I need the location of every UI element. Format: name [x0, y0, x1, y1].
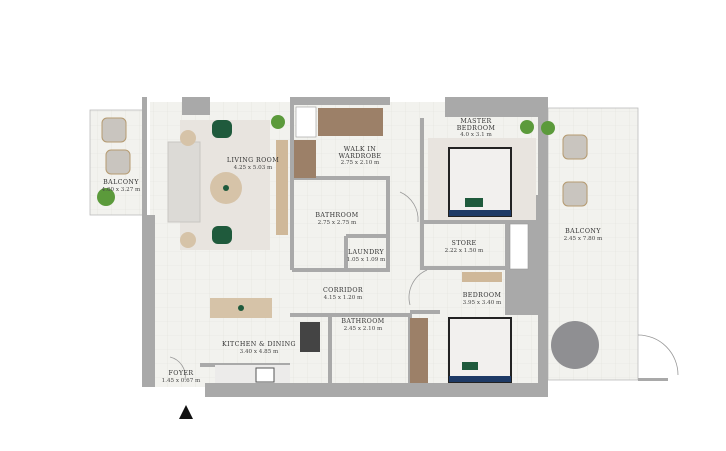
room-name: BEDROOM	[463, 292, 502, 299]
room-name: CORRIDOR	[323, 287, 363, 294]
room-name: STORE	[451, 240, 476, 247]
room-dims: 1.45 x 0.67 m	[162, 378, 201, 384]
room-dims: 3.95 x 3.40 m	[463, 300, 502, 306]
room-dims: 2.45 x 7.80 m	[564, 236, 603, 242]
room-name: BALCONY	[565, 228, 601, 235]
room-dims: 4.15 x 1.20 m	[324, 295, 363, 301]
outer-walls	[142, 97, 668, 397]
room-name: LAUNDRY	[348, 249, 385, 256]
room-name: BATHROOM	[341, 318, 384, 325]
room-dims: 4.60 x 3.27 m	[102, 187, 141, 193]
room-name: BEDROOM	[457, 125, 496, 132]
room-name: MASTER	[460, 118, 491, 125]
doors	[169, 191, 679, 381]
room-dims: 3.40 x 4.85 m	[240, 349, 279, 355]
room-dims: 4.0 x 3.1 m	[460, 132, 492, 138]
room-name: BALCONY	[103, 179, 139, 186]
room-name: LIVING ROOM	[227, 157, 279, 164]
room-name: WALK IN	[344, 146, 376, 153]
room-name: FOYER	[168, 370, 193, 377]
room-name: KITCHEN & DINING	[222, 341, 296, 348]
furniture	[97, 106, 599, 383]
room-name: WARDROBE	[339, 153, 382, 160]
room-dims: 2.22 x 1.50 m	[445, 248, 484, 254]
room-labels: BALCONY 4.60 x 3.27 m LIVING ROOM 4.25 x…	[102, 118, 603, 384]
room-dims: 2.45 x 2.10 m	[344, 326, 383, 332]
entrance-arrow-icon	[179, 405, 193, 419]
room-dims: 4.25 x 5.03 m	[234, 165, 273, 171]
room-dims: 2.75 x 2.75 m	[318, 220, 357, 226]
room-dims: 1.05 x 1.09 m	[347, 257, 386, 263]
room-dims: 2.75 x 2.10 m	[341, 160, 380, 166]
room-name: BATHROOM	[315, 212, 358, 219]
